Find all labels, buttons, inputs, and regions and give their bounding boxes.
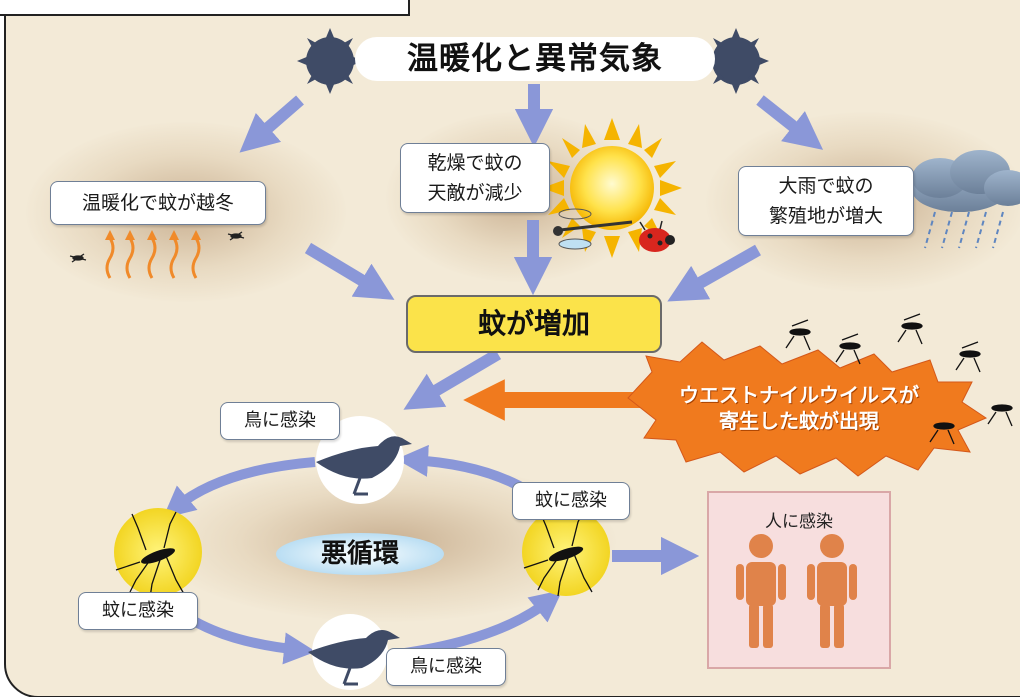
bird-bottom-label: 鳥に感染 [386, 648, 506, 686]
diagram-title: 温暖化と異常気象 [355, 37, 715, 81]
cause-drought-label: 乾燥で蚊の 天敵が減少 [400, 143, 550, 213]
mosquito-increase-box: 蚊が増加 [406, 295, 662, 353]
human-figures-icon [736, 534, 857, 648]
cause-drought-line1: 乾燥で蚊の [427, 152, 523, 174]
cause-warming-label: 温暖化で蚊が越冬 [50, 181, 266, 225]
arrow-title-to-left [239, 95, 304, 153]
cycle-arrow-bird-to-mosquito [162, 457, 316, 519]
top-caption-box [0, 0, 410, 16]
dragonfly-icon [553, 208, 633, 250]
mosquito-left-label: 蚊に感染 [78, 592, 198, 630]
bird-top-text: 鳥に感染 [244, 410, 316, 431]
cause-warming-text: 温暖化で蚊が越冬 [81, 192, 234, 214]
cause-rain-label: 大雨で蚊の 繁殖地が増大 [738, 166, 914, 236]
mosquito-right-text: 蚊に感染 [535, 490, 607, 511]
virus-line2: 寄生した蚊が出現 [719, 409, 879, 433]
bird-top-icon [316, 416, 412, 504]
human-infection-label: 人に感染 [765, 512, 833, 532]
mosquito-left-text: 蚊に感染 [102, 600, 174, 621]
vicious-cycle-label: 悪循環 [276, 533, 444, 575]
rain-cloud-icon [912, 150, 1020, 249]
virus-burst-shape [627, 341, 988, 477]
cause-rain-line1: 大雨で蚊の [778, 175, 874, 197]
bird-top-label: 鳥に感染 [220, 402, 340, 440]
mosquito-right-label: 蚊に感染 [512, 482, 630, 520]
cause-rain-line2: 繁殖地が増大 [768, 205, 883, 227]
virus-burst-text: ウエストナイルウイルスが 寄生した蚊が出現 [632, 382, 966, 434]
ladybug-icon [639, 220, 675, 252]
virus-line1: ウエストナイルウイルスが [679, 383, 919, 407]
mosquito-left-icon [114, 508, 202, 599]
arrow-left-to-increase [304, 242, 395, 300]
small-mosquito-left-icon [69, 231, 245, 263]
arrow-increase-to-cycle [403, 348, 502, 410]
heat-arrows-icon [105, 230, 201, 279]
mosquito-swarm-icon [785, 313, 1013, 445]
bird-bottom-text: 鳥に感染 [410, 656, 482, 677]
bird-bottom-icon [308, 614, 400, 690]
dark-sun-right-icon [703, 28, 769, 94]
arrow-title-to-right [756, 95, 824, 150]
arrow-right-to-increase [667, 244, 761, 302]
cause-drought-line2: 天敵が減少 [427, 182, 523, 204]
